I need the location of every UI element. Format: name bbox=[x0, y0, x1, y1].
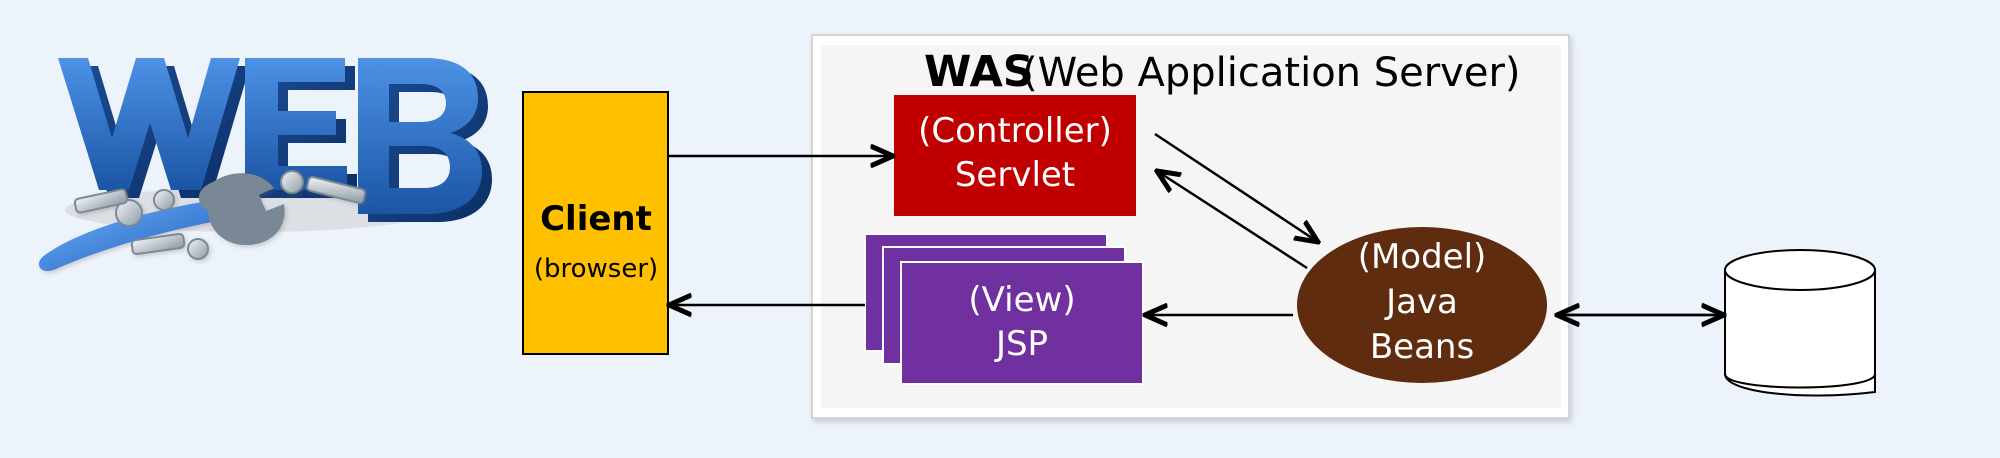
view-line2: JSP bbox=[994, 324, 1048, 364]
connectors bbox=[668, 132, 1724, 315]
database-body bbox=[1724, 270, 1877, 397]
servlet-box: (Controller) Servlet bbox=[894, 95, 1136, 216]
servlet-rect bbox=[894, 95, 1136, 216]
database-top bbox=[1724, 249, 1876, 291]
screw-3 bbox=[130, 232, 186, 256]
view-stack: (View) JSP bbox=[864, 233, 1144, 385]
was-title-rest: (Web Application Server) bbox=[1022, 50, 1521, 96]
client-title: Client bbox=[540, 199, 652, 239]
bolt-2 bbox=[153, 189, 175, 211]
screw-2 bbox=[306, 176, 366, 204]
database-bottom-curve bbox=[1724, 373, 1876, 389]
client-rect bbox=[522, 91, 669, 355]
was-title-bold: WAS bbox=[924, 47, 1034, 97]
model-ellipse bbox=[1297, 227, 1547, 383]
model-node: (Model) Java Beans bbox=[1297, 227, 1547, 383]
wrench-handle bbox=[38, 200, 222, 271]
screw-1 bbox=[73, 188, 129, 214]
web-letters-3d bbox=[58, 58, 492, 222]
wrench-bolts-icon bbox=[38, 170, 366, 271]
servlet-to-model-arrow bbox=[1154, 132, 1318, 242]
database-icon bbox=[1724, 249, 1877, 397]
servlet-line2: Servlet bbox=[955, 155, 1075, 195]
bolt-1 bbox=[115, 199, 143, 227]
model-line3: Beans bbox=[1370, 327, 1474, 367]
bolt-3 bbox=[280, 170, 304, 194]
model-to-servlet-arrow bbox=[1157, 171, 1308, 270]
model-line2: Java bbox=[1384, 282, 1458, 322]
web-logo bbox=[38, 58, 492, 271]
servlet-line1: (Controller) bbox=[918, 111, 1112, 151]
client-subtitle: (browser) bbox=[534, 254, 658, 284]
model-line1: (Model) bbox=[1358, 237, 1487, 277]
bolt-4 bbox=[187, 238, 209, 260]
client-box: Client (browser) bbox=[522, 91, 669, 355]
view-line1: (View) bbox=[968, 280, 1075, 320]
wrench-head bbox=[198, 173, 285, 245]
